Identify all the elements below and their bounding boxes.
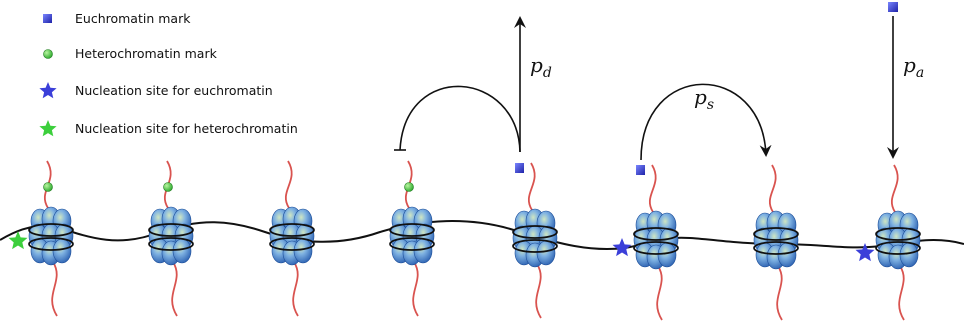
dna-wrap bbox=[512, 225, 558, 239]
histone-tail-bottom bbox=[656, 265, 663, 321]
ps-label: ps bbox=[694, 85, 714, 113]
euchromatin-star-icon bbox=[612, 238, 632, 257]
dna-strand bbox=[0, 220, 964, 251]
pd-label: pd bbox=[530, 53, 552, 81]
dna-wrap bbox=[28, 223, 74, 237]
legend-label: Nucleation site for euchromatin bbox=[75, 83, 273, 98]
legend-item-heterochromatin-nucleation: Nucleation site for heterochromatin bbox=[39, 120, 298, 137]
heterochromatin-dot-icon bbox=[43, 182, 53, 192]
histone-tail-top bbox=[768, 164, 777, 213]
dna-wrap bbox=[389, 223, 435, 237]
legend-label: Heterochromatin mark bbox=[75, 46, 218, 61]
dna-wrap bbox=[875, 227, 921, 241]
histone-tail-bottom bbox=[535, 263, 542, 319]
dna-wrap bbox=[28, 237, 74, 251]
heterochromatin-dot-icon bbox=[404, 182, 414, 192]
legend: Euchromatin mark Heterochromatin mark Nu… bbox=[39, 11, 298, 137]
nucleosome bbox=[512, 162, 558, 319]
dna-wrap bbox=[512, 239, 558, 253]
dna-wrap bbox=[389, 237, 435, 251]
euchromatin-star-icon bbox=[855, 243, 875, 262]
nucleosome bbox=[612, 164, 679, 321]
histone-core bbox=[512, 208, 558, 268]
histone-tail-bottom bbox=[776, 265, 783, 321]
nucleosome bbox=[269, 160, 315, 317]
euchromatin-square-icon bbox=[636, 165, 645, 175]
pd-inhibition-arc bbox=[399, 85, 521, 153]
heterochromatin-dot-icon bbox=[163, 182, 173, 192]
legend-item-heterochromatin-mark: Heterochromatin mark bbox=[43, 46, 218, 61]
histone-tail-top bbox=[890, 164, 899, 213]
legend-item-euchromatin-nucleation: Nucleation site for euchromatin bbox=[39, 82, 273, 99]
legend-label: Euchromatin mark bbox=[75, 11, 191, 26]
histone-tail-bottom bbox=[51, 261, 58, 317]
rate-ps: ps bbox=[640, 83, 772, 161]
dna-wrap bbox=[148, 223, 194, 237]
histone-core bbox=[875, 210, 921, 270]
dna-wrap bbox=[875, 241, 921, 255]
nucleosome-array bbox=[8, 160, 921, 321]
histone-tail-bottom bbox=[171, 261, 178, 317]
rate-pd: pd bbox=[394, 16, 552, 153]
legend-item-euchromatin-mark: Euchromatin mark bbox=[43, 11, 191, 26]
euchromatin-square-icon bbox=[888, 2, 898, 12]
nucleosome bbox=[148, 160, 194, 317]
dna-wrap bbox=[269, 223, 315, 237]
dna-wrap bbox=[148, 237, 194, 251]
legend-label: Nucleation site for heterochromatin bbox=[75, 121, 298, 136]
rate-pa: pa bbox=[887, 2, 924, 159]
heterochromatin-star-icon bbox=[39, 120, 57, 137]
nucleosome bbox=[753, 164, 799, 321]
dna-wrap bbox=[633, 227, 679, 241]
dna-wrap bbox=[753, 241, 799, 255]
nucleosome bbox=[8, 160, 74, 317]
heterochromatin-star-icon bbox=[8, 231, 28, 250]
histone-tail-bottom bbox=[412, 261, 419, 317]
pa-label: pa bbox=[903, 53, 924, 81]
dna-wrap bbox=[633, 241, 679, 255]
histone-tail-top bbox=[527, 162, 536, 211]
heterochromatin-dot-icon bbox=[43, 49, 53, 59]
histone-tail-top bbox=[284, 160, 293, 209]
dna-wrap bbox=[753, 227, 799, 241]
histone-tail-top bbox=[648, 164, 657, 213]
euchromatin-square-icon bbox=[43, 14, 52, 23]
nucleosome bbox=[389, 160, 435, 317]
ps-spreading-arc bbox=[640, 83, 772, 161]
histone-tail-bottom bbox=[292, 261, 299, 317]
euchromatin-square-icon bbox=[515, 163, 524, 173]
euchromatin-star-icon bbox=[39, 82, 57, 99]
nucleosome bbox=[855, 164, 921, 321]
dna-wrap bbox=[269, 237, 315, 251]
histone-tail-bottom bbox=[898, 265, 905, 321]
